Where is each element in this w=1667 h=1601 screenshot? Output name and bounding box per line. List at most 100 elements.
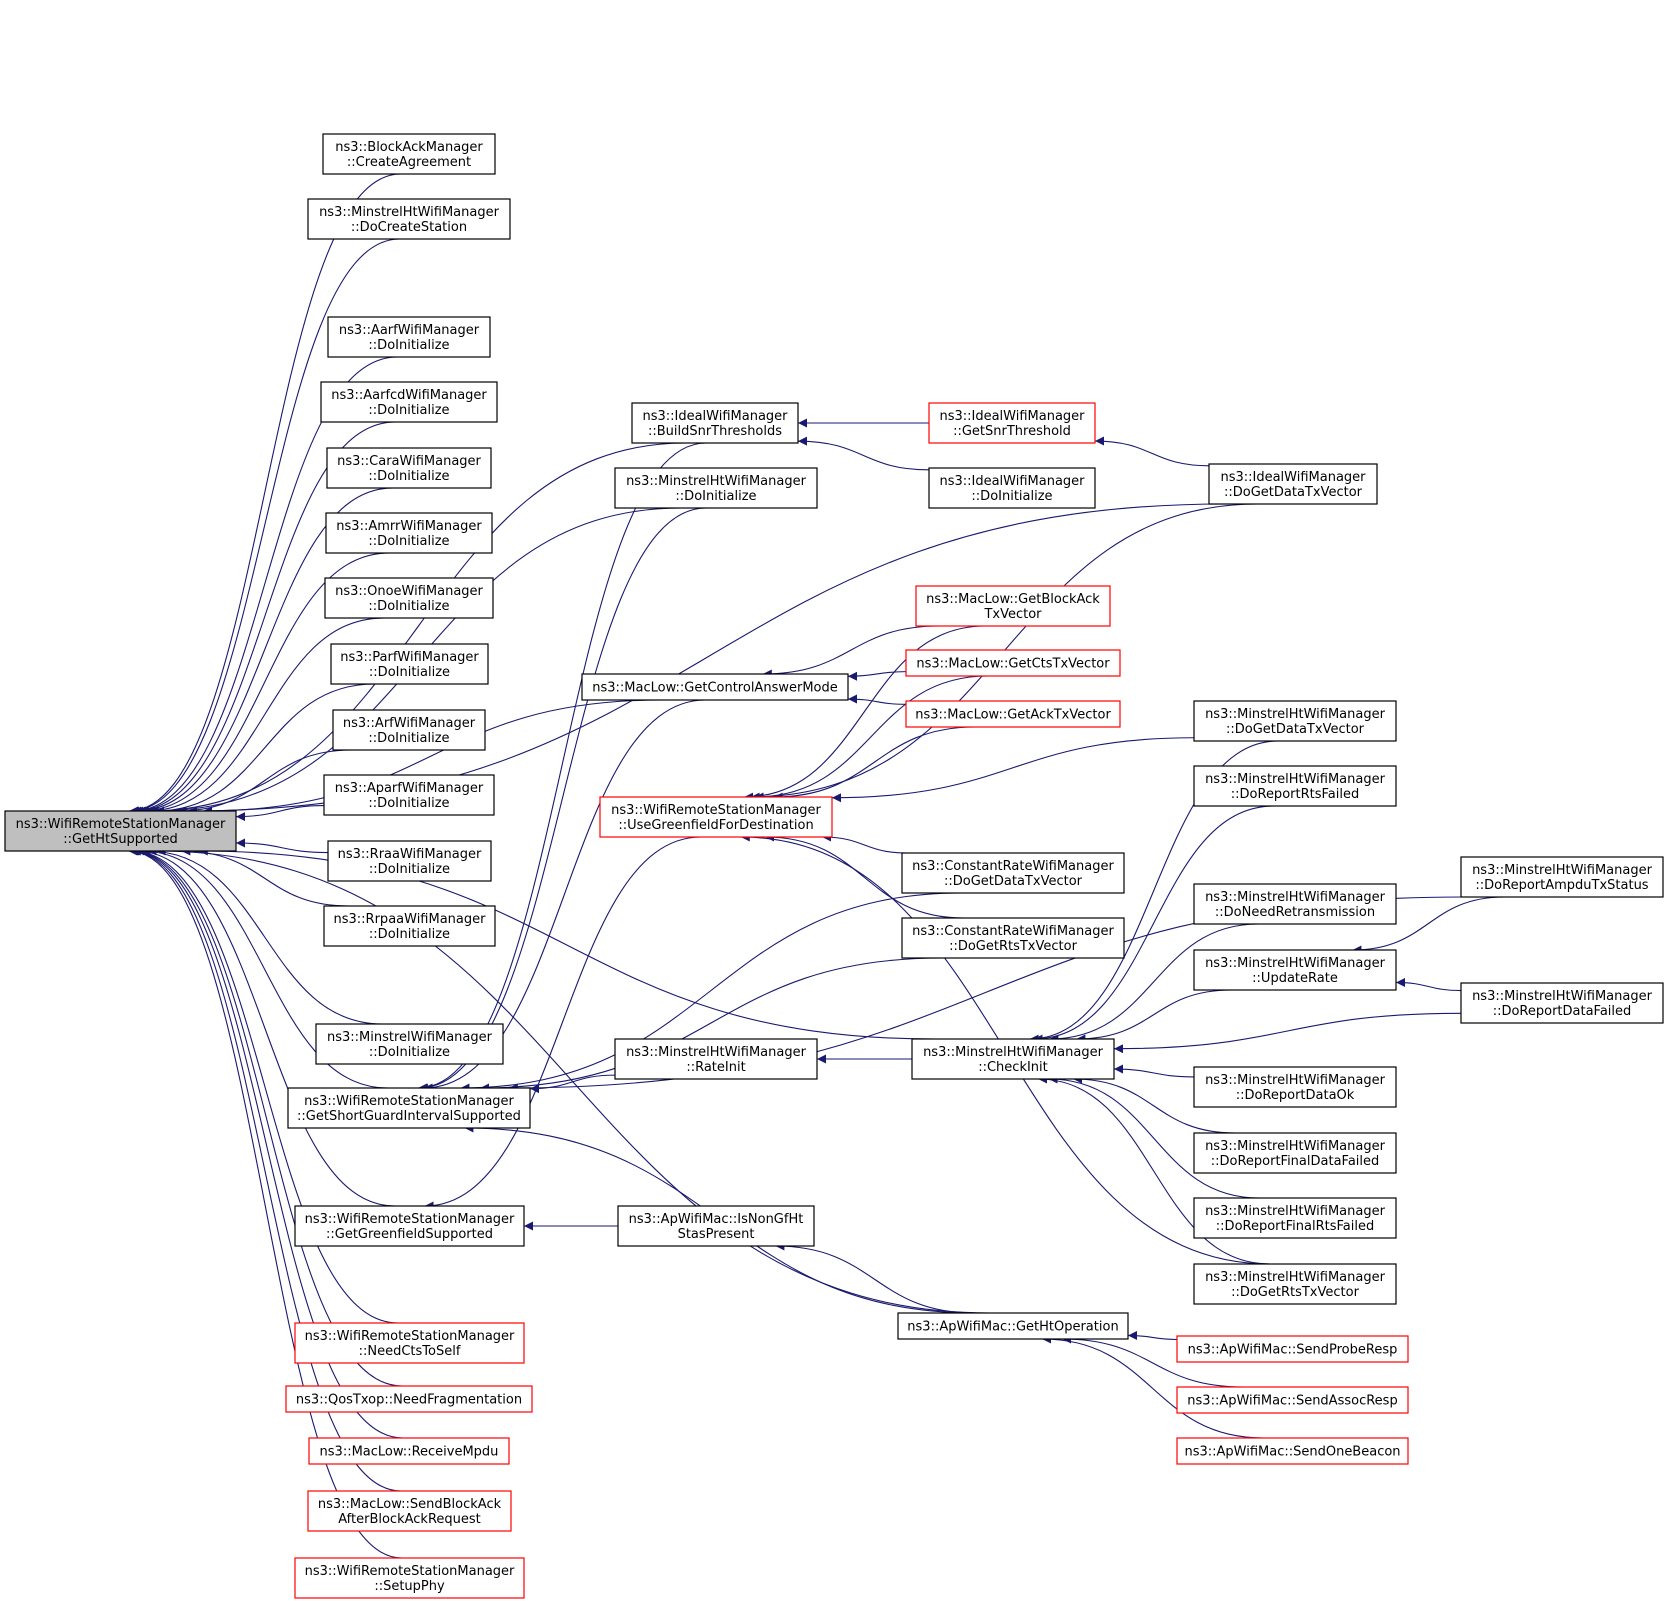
node-minstrel_init[interactable]: ns3::MinstrelWifiManager::DoInitialize bbox=[315, 1023, 504, 1065]
node-mht_dataok[interactable]: ns3::MinstrelHtWifiManager::DoReportData… bbox=[1193, 1066, 1397, 1108]
node-cara_init[interactable]: ns3::CaraWifiManager::DoInitialize bbox=[326, 447, 492, 489]
node-ml_acktx[interactable]: ns3::MacLow::GetAckTxVector bbox=[905, 700, 1121, 728]
node-mht_ampdu[interactable]: ns3::MinstrelHtWifiManager::DoReportAmpd… bbox=[1460, 856, 1664, 898]
node-label: ::UseGreenfieldForDestination bbox=[618, 818, 813, 833]
node-label: ::DoInitialize bbox=[368, 469, 449, 484]
node-label: ns3::ParfWifiManager bbox=[340, 650, 479, 665]
node-label: ns3::ApWifiMac::IsNonGfHt bbox=[629, 1212, 804, 1227]
node-label: ::DoReportDataOk bbox=[1236, 1088, 1355, 1103]
node-amrr_init[interactable]: ns3::AmrrWifiManager::DoInitialize bbox=[325, 512, 493, 554]
node-label: ns3::ConstantRateWifiManager bbox=[912, 924, 1114, 939]
node-ml_sendba[interactable]: ns3::MacLow::SendBlockAckAfterBlockAckRe… bbox=[307, 1490, 512, 1532]
node-aparf_init[interactable]: ns3::AparfWifiManager::DoInitialize bbox=[323, 774, 495, 816]
node-ap_beacon[interactable]: ns3::ApWifiMac::SendOneBeacon bbox=[1176, 1437, 1409, 1465]
node-box-qos_frag bbox=[285, 1385, 533, 1413]
node-mht_update[interactable]: ns3::MinstrelHtWifiManager::UpdateRate bbox=[1193, 949, 1397, 991]
node-box-ap_assoc bbox=[1176, 1386, 1409, 1414]
node-mht_create[interactable]: ns3::MinstrelHtWifiManager::DoCreateStat… bbox=[307, 198, 511, 240]
node-mht_checkinit[interactable]: ns3::MinstrelHtWifiManager::CheckInit bbox=[911, 1038, 1115, 1080]
edge-ap_beacon-to-ap_htop bbox=[1042, 1334, 1264, 1439]
node-root[interactable]: ns3::WifiRemoteStationManager::GetHtSupp… bbox=[4, 810, 237, 852]
node-label: ::DoReportFinalRtsFailed bbox=[1216, 1219, 1374, 1234]
node-box-ideal_data bbox=[1208, 463, 1378, 505]
node-mht_rtstx[interactable]: ns3::MinstrelHtWifiManager::DoGetRtsTxVe… bbox=[1193, 1263, 1397, 1305]
node-label: ns3::QosTxop::NeedFragmentation bbox=[296, 1393, 522, 1408]
node-ba_create[interactable]: ns3::BlockAckManager::CreateAgreement bbox=[322, 133, 496, 175]
node-crw_rts[interactable]: ns3::ConstantRateWifiManager::DoGetRtsTx… bbox=[901, 917, 1125, 959]
node-setup_phy[interactable]: ns3::WifiRemoteStationManager::SetupPhy bbox=[294, 1557, 525, 1599]
node-mht_datafail[interactable]: ns3::MinstrelHtWifiManager::DoReportData… bbox=[1460, 982, 1664, 1024]
node-label: ::DoInitialize bbox=[369, 927, 450, 942]
node-use_gf[interactable]: ns3::WifiRemoteStationManager::UseGreenf… bbox=[599, 796, 833, 838]
node-label: ns3::MinstrelHtWifiManager bbox=[626, 1045, 807, 1060]
node-ideal_build[interactable]: ns3::IdealWifiManager::BuildSnrThreshold… bbox=[631, 402, 799, 444]
edge-need_cts-to-root bbox=[131, 846, 399, 1324]
node-box-crw_rts bbox=[901, 917, 1125, 959]
node-label: ns3::RraaWifiManager bbox=[338, 847, 482, 862]
node-aarf_init[interactable]: ns3::AarfWifiManager::DoInitialize bbox=[327, 316, 491, 358]
node-label: ::CreateAgreement bbox=[347, 155, 471, 170]
node-ap_probe[interactable]: ns3::ApWifiMac::SendProbeResp bbox=[1176, 1335, 1409, 1363]
node-layer: ns3::WifiRemoteStationManager::GetHtSupp… bbox=[4, 133, 1664, 1599]
edge-ml_acktx-to-use_gf bbox=[773, 726, 976, 802]
node-label: ns3::MinstrelHtWifiManager bbox=[319, 205, 500, 220]
node-rraa_init[interactable]: ns3::RraaWifiManager::DoInitialize bbox=[327, 840, 492, 882]
node-mht_data[interactable]: ns3::MinstrelHtWifiManager::DoGetDataTxV… bbox=[1193, 700, 1397, 742]
node-label: ns3::MacLow::GetBlockAck bbox=[926, 592, 1100, 607]
node-arf_init[interactable]: ns3::ArfWifiManager::DoInitialize bbox=[332, 709, 486, 751]
edge-ml_batx-to-ml_ctrl bbox=[762, 625, 940, 679]
node-box-mht_init bbox=[614, 467, 818, 509]
node-box-rraa_init bbox=[327, 840, 492, 882]
edge-mht_needretx-to-mht_checkinit bbox=[1049, 923, 1259, 1044]
node-label: ns3::MinstrelHtWifiManager bbox=[923, 1045, 1104, 1060]
node-label: ::RateInit bbox=[686, 1060, 745, 1075]
node-crw_data[interactable]: ns3::ConstantRateWifiManager::DoGetDataT… bbox=[901, 852, 1125, 894]
node-label: ::DoGetDataTxVector bbox=[1224, 485, 1363, 500]
node-ml_ctrl[interactable]: ns3::MacLow::GetControlAnswerMode bbox=[581, 673, 849, 701]
node-get_sgi[interactable]: ns3::WifiRemoteStationManager::GetShortG… bbox=[287, 1087, 531, 1129]
node-mht_finaldata[interactable]: ns3::MinstrelHtWifiManager::DoReportFina… bbox=[1193, 1132, 1397, 1174]
node-mht_rateinit[interactable]: ns3::MinstrelHtWifiManager::RateInit bbox=[614, 1038, 818, 1080]
edge-amrr_init-to-root bbox=[139, 552, 390, 816]
node-label: ns3::IdealWifiManager bbox=[939, 409, 1085, 424]
node-box-ap_probe bbox=[1176, 1335, 1409, 1363]
node-ap_assoc[interactable]: ns3::ApWifiMac::SendAssocResp bbox=[1176, 1386, 1409, 1414]
node-onoe_init[interactable]: ns3::OnoeWifiManager::DoInitialize bbox=[324, 577, 494, 619]
node-label: ::DoCreateStation bbox=[351, 220, 467, 235]
node-label: ::GetHtSupported bbox=[63, 832, 177, 847]
node-mht_init[interactable]: ns3::MinstrelHtWifiManager::DoInitialize bbox=[614, 467, 818, 509]
node-parf_init[interactable]: ns3::ParfWifiManager::DoInitialize bbox=[330, 643, 489, 685]
node-label: ns3::MacLow::ReceiveMpdu bbox=[320, 1445, 499, 1460]
node-mht_rtsfail[interactable]: ns3::MinstrelHtWifiManager::DoReportRtsF… bbox=[1193, 765, 1397, 807]
node-label: ns3::ConstantRateWifiManager bbox=[912, 859, 1114, 874]
node-label: ::DoGetDataTxVector bbox=[944, 874, 1083, 889]
node-ap_htop[interactable]: ns3::ApWifiMac::GetHtOperation bbox=[897, 1312, 1129, 1340]
edge-crw_rts-to-get_sgi bbox=[480, 957, 942, 1093]
node-ideal_snr[interactable]: ns3::IdealWifiManager::GetSnrThreshold bbox=[928, 402, 1096, 444]
node-rrpaa_init[interactable]: ns3::RrpaaWifiManager::DoInitialize bbox=[323, 905, 496, 947]
node-qos_frag[interactable]: ns3::QosTxop::NeedFragmentation bbox=[285, 1385, 533, 1413]
edge-get_sgi-to-root bbox=[141, 846, 389, 1089]
edge-rraa_init-to-root bbox=[235, 838, 329, 854]
node-label: ns3::MacLow::SendBlockAck bbox=[318, 1497, 502, 1512]
node-aarfcd_init[interactable]: ns3::AarfcdWifiManager::DoInitialize bbox=[320, 381, 498, 423]
node-box-ml_ctstx bbox=[905, 649, 1121, 677]
node-box-root bbox=[4, 810, 237, 852]
node-ideal_data[interactable]: ns3::IdealWifiManager::DoGetDataTxVector bbox=[1208, 463, 1378, 505]
node-box-ml_recv bbox=[308, 1437, 510, 1465]
node-ideal_init[interactable]: ns3::IdealWifiManager::DoInitialize bbox=[928, 467, 1096, 509]
node-box-ideal_snr bbox=[928, 402, 1096, 444]
node-ml_ctstx[interactable]: ns3::MacLow::GetCtsTxVector bbox=[905, 649, 1121, 677]
node-ml_recv[interactable]: ns3::MacLow::ReceiveMpdu bbox=[308, 1437, 510, 1465]
node-mht_needretx[interactable]: ns3::MinstrelHtWifiManager::DoNeedRetran… bbox=[1193, 883, 1397, 925]
node-label: ::DoInitialize bbox=[675, 489, 756, 504]
node-need_cts[interactable]: ns3::WifiRemoteStationManager::NeedCtsTo… bbox=[294, 1322, 525, 1364]
node-get_gf[interactable]: ns3::WifiRemoteStationManager::GetGreenf… bbox=[294, 1205, 525, 1247]
node-mht_finalrts[interactable]: ns3::MinstrelHtWifiManager::DoReportFina… bbox=[1193, 1197, 1397, 1239]
node-label: ns3::MinstrelHtWifiManager bbox=[1472, 989, 1653, 1004]
edge-mht_ampdu-to-mht_update bbox=[1352, 896, 1505, 955]
node-label: ::DoInitialize bbox=[368, 731, 449, 746]
node-box-ml_batx bbox=[915, 585, 1111, 627]
